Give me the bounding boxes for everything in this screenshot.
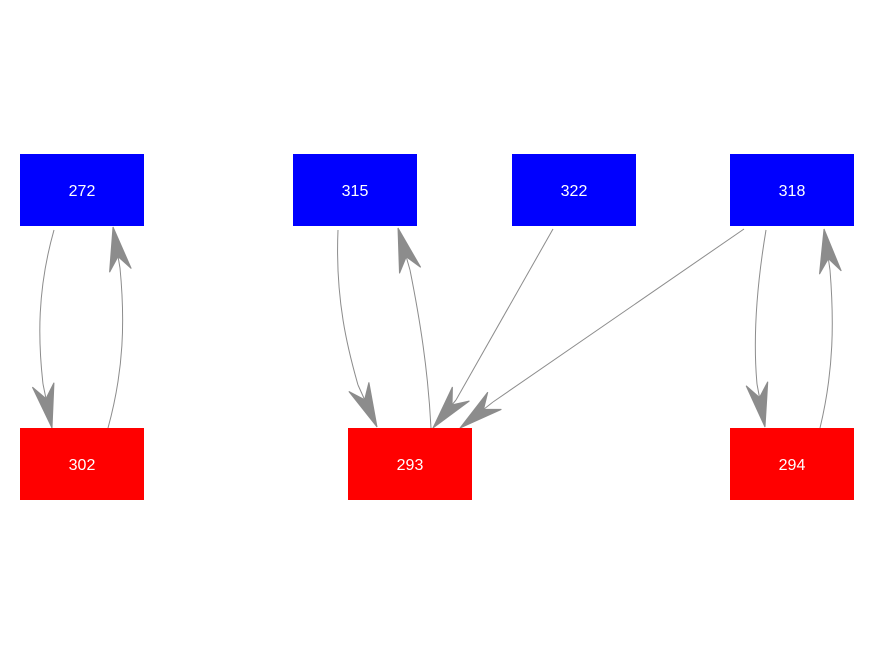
node-label-318: 318 (779, 183, 806, 200)
edge-tail-318-to-293 (459, 401, 494, 429)
edge-tail-293-to-315 (397, 227, 411, 271)
node-label-293: 293 (397, 457, 424, 474)
node-label-272: 272 (69, 183, 96, 200)
node-293: 293 (348, 428, 472, 500)
edge-tail-322-to-293 (432, 399, 457, 429)
edge-tail-302-to-272 (112, 226, 121, 269)
nodes-layer: 272 315 322 318 302 293 294 (20, 154, 854, 500)
node-box-293 (348, 428, 472, 500)
node-box-294 (730, 428, 854, 500)
edge-293-to-315 (409, 269, 432, 429)
edge-294-to-318 (819, 269, 833, 429)
arrowhead-302-to-272 (109, 226, 132, 273)
node-box-318 (730, 154, 854, 226)
node-box-302 (20, 428, 144, 500)
node-box-272 (20, 154, 144, 226)
node-box-315 (293, 154, 417, 226)
node-315: 315 (293, 154, 417, 226)
edge-272-to-302 (39, 229, 55, 385)
edge-tail-294-to-318 (823, 228, 831, 271)
edges-layer (31, 226, 842, 429)
node-box-322 (512, 154, 636, 226)
edge-318-to-294 (754, 229, 767, 385)
node-318: 318 (730, 154, 854, 226)
node-label-315: 315 (342, 183, 369, 200)
edge-302-to-272 (107, 267, 124, 429)
node-label-302: 302 (69, 457, 96, 474)
node-272: 272 (20, 154, 144, 226)
node-label-294: 294 (779, 457, 806, 474)
arrowhead-318-to-294 (745, 381, 769, 428)
edge-315-to-293 (337, 229, 359, 386)
arrowhead-294-to-318 (818, 228, 842, 275)
node-label-322: 322 (561, 183, 588, 200)
edge-tail-318-to-294 (756, 383, 766, 428)
edge-tail-272-to-302 (42, 383, 53, 429)
edge-318-to-293 (492, 228, 745, 403)
edge-322-to-293 (455, 228, 554, 401)
edge-tail-315-to-293 (357, 384, 378, 428)
node-302: 302 (20, 428, 144, 500)
node-322: 322 (512, 154, 636, 226)
node-294: 294 (730, 428, 854, 500)
arrowhead-315-to-293 (348, 382, 378, 428)
